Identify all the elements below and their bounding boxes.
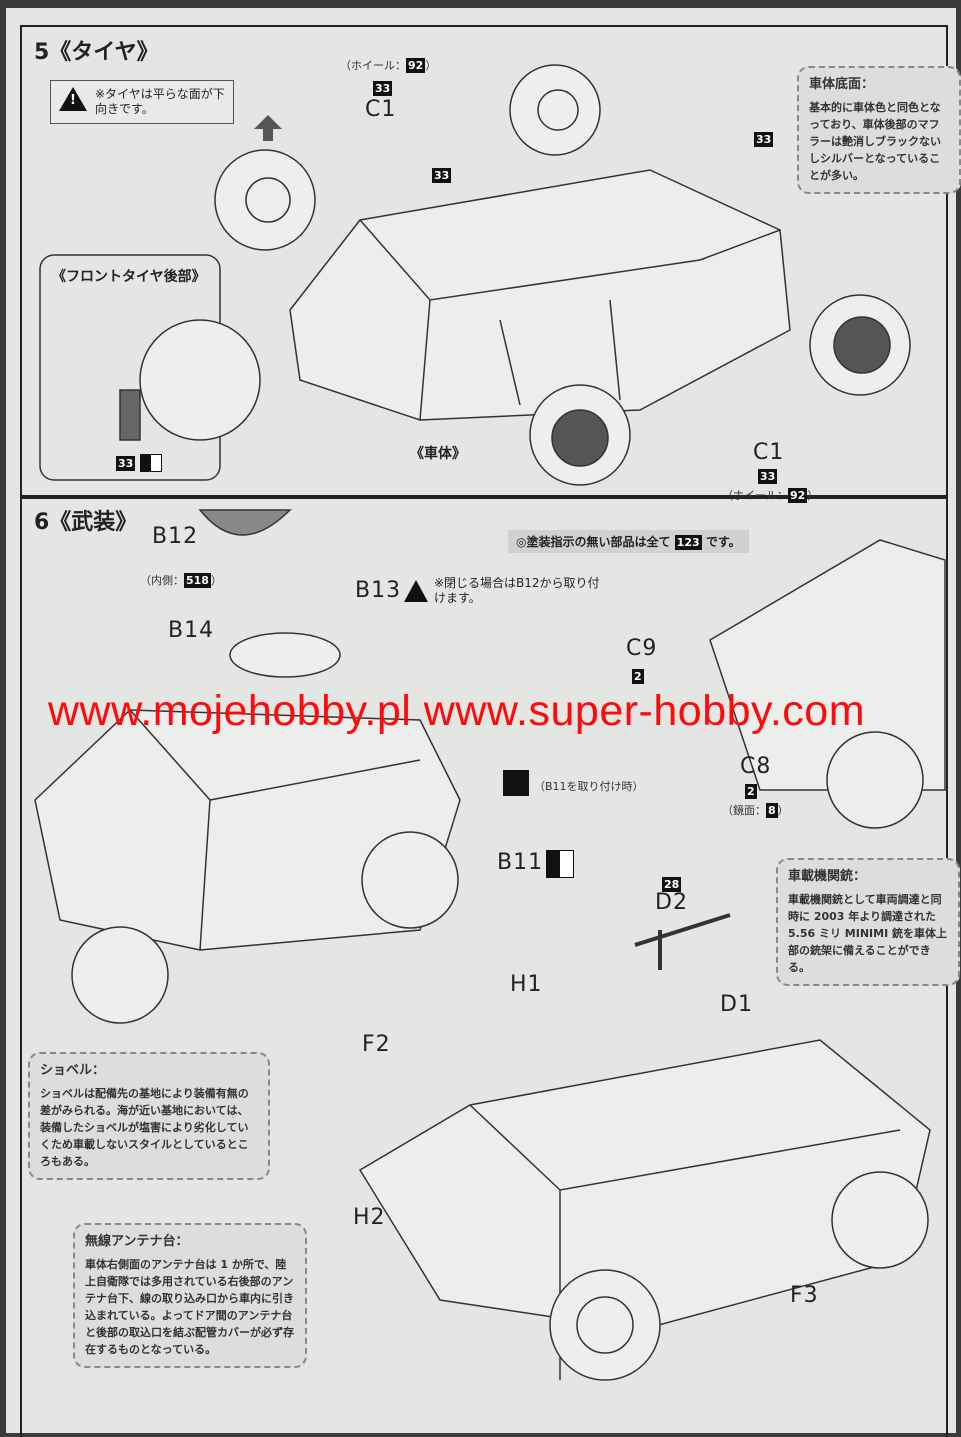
part-label-f2: F2 — [362, 1032, 391, 1057]
color-code: 2 — [632, 669, 644, 684]
step-6-title: 6《武装》 — [34, 510, 138, 535]
part-label-c8: C8 — [740, 754, 772, 779]
color-code: 33 — [432, 168, 452, 183]
warning-icon — [404, 580, 428, 602]
b11-note: （B11を取り付け時） — [534, 780, 644, 793]
warning-icon — [59, 87, 87, 111]
vehicle-body-step6-right-top — [709, 539, 946, 829]
paint-note: ◎塗装指示の無い部品は全て 123 です。 — [508, 530, 749, 553]
part-label-c9: C9 — [626, 636, 658, 661]
note-machine-gun: 車載機関銃：車載機関銃として車両調達と同時に 2003 年より調達された 5.5… — [776, 858, 960, 986]
part-label-h2: H2 — [353, 1205, 386, 1230]
wheel-color-note-top: （ホイール：92） — [340, 58, 437, 73]
part-label-b12: B12 — [152, 524, 199, 549]
color-code: 28 — [662, 877, 682, 892]
part-label-c1-bottom: C1 — [753, 440, 785, 465]
part-label-d2: D2 — [655, 890, 688, 915]
part-label-c1: C1 — [365, 97, 397, 122]
wheel-icon — [509, 64, 601, 156]
body-label: 《車体》 — [410, 446, 466, 462]
wheel-icon — [214, 149, 316, 251]
wheel-color-note-bottom: （ホイール：92） — [722, 488, 819, 503]
vehicle-body-step6-bottom — [358, 1039, 931, 1381]
color-code: 2 — [745, 784, 757, 799]
part-label-b14: B14 — [168, 618, 215, 643]
inset-title: 《フロントタイヤ後部》 — [52, 269, 206, 285]
wheel-icon — [809, 294, 911, 396]
note-antenna: 無線アンテナ台：車体右側面のアンテナ台は 1 か所で、陸上自衛隊では多用されてい… — [73, 1223, 307, 1368]
up-arrow-icon — [254, 115, 282, 141]
part-label-b13: B13 — [355, 578, 402, 603]
note-shovel: ショベル：ショベルは配備先の基地により装備有無の差がみられる。海が近い基地におい… — [28, 1052, 270, 1180]
part-label-h1: H1 — [510, 972, 543, 997]
vehicle-body-step6-left — [34, 632, 461, 1024]
cut-icon — [503, 770, 529, 796]
tire-orientation-warning: ※タイヤは平らな面が下向きです。 — [50, 80, 234, 124]
part-label-f3: F3 — [790, 1283, 819, 1308]
hatch-b12 — [198, 509, 292, 536]
note-underbody: 車体底面：基本的に車体色と同色となっており、車体後部のマフラーは艶消しブラックな… — [797, 66, 961, 194]
two-tone-icon — [546, 850, 574, 878]
vehicle-body-step5 — [289, 169, 791, 421]
section-5-frame — [20, 25, 948, 499]
step-5-title: 5《タイヤ》 — [34, 40, 159, 65]
watermark: www.mojehobby.pl www.super-hobby.com — [48, 687, 866, 735]
b13-warning: ※閉じる場合はB12から取り付けます。 — [434, 576, 600, 605]
color-code: 33 — [754, 132, 774, 147]
part-label-b11: B11 — [497, 850, 544, 875]
color-code: 33 — [373, 81, 393, 96]
machine-gun-d2 — [634, 913, 731, 970]
b12-inner-color: （内側：518） — [140, 573, 222, 588]
two-tone-icon — [140, 453, 163, 472]
color-code: 33 — [758, 469, 778, 484]
wheel-icon — [529, 384, 631, 486]
c8-mirror-note: （鏡面：8） — [722, 803, 789, 818]
color-code: 33 — [116, 456, 136, 471]
part-label-d1: D1 — [720, 992, 753, 1017]
